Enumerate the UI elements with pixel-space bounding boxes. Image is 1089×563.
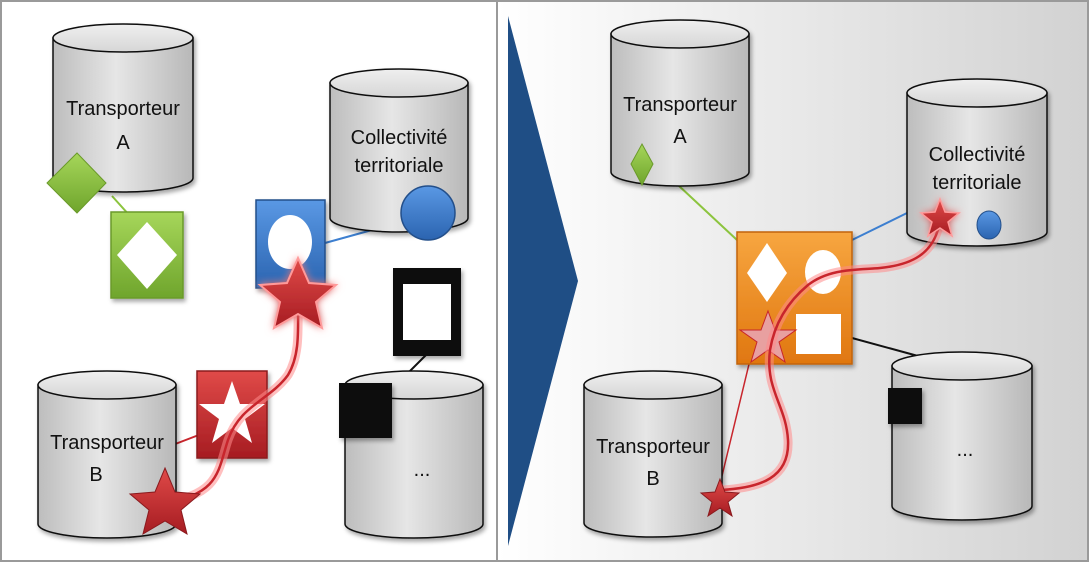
square-icon	[888, 388, 922, 424]
red-star-card	[196, 370, 268, 459]
cylinder-transporteur-a	[610, 19, 750, 187]
link-blue-coll	[851, 212, 908, 241]
label-line: territoriale	[932, 172, 1022, 194]
cylinder-transporteur-a	[52, 23, 194, 193]
label-line: A	[116, 132, 130, 154]
link-red-b	[720, 359, 751, 481]
label-line: A	[673, 126, 687, 148]
label-transporteur-a: Transporteur A	[611, 93, 749, 149]
link-green-a	[677, 184, 738, 241]
label-line: Transporteur	[623, 94, 737, 116]
label-collectivite: Collectivité territoriale	[330, 126, 468, 178]
label-line: Collectivité	[928, 144, 1026, 166]
ellipse-icon	[400, 185, 456, 241]
ellipse-icon	[268, 215, 312, 269]
link-blue-coll	[324, 229, 373, 244]
label-collectivite: Collectivité territoriale	[907, 143, 1047, 195]
black-square-card	[393, 268, 461, 356]
data-flow-path	[162, 302, 300, 505]
diamond-icon	[46, 152, 107, 214]
label-transporteur-b: Transporteur B	[584, 435, 722, 491]
data-flow-path	[720, 219, 942, 492]
label-transporteur-b: Transporteur B	[38, 431, 176, 487]
label-transporteur-a: Transporteur A	[53, 97, 193, 155]
square-icon	[339, 383, 392, 438]
cylinder-transporteur-b	[583, 370, 723, 538]
star-icon	[257, 255, 339, 331]
link-black-other	[851, 337, 919, 357]
label-line: Collectivité	[350, 127, 448, 149]
star-icon	[919, 196, 961, 238]
label-line: Transporteur	[66, 98, 180, 120]
label-line: Transporteur	[596, 436, 710, 458]
green-diamond-card	[110, 211, 184, 299]
label-line: ...	[956, 439, 974, 461]
diamond-icon	[630, 142, 654, 187]
label-other: ...	[935, 438, 995, 462]
transition-arrow-icon	[508, 16, 578, 546]
label-line: territoriale	[354, 155, 444, 177]
star-icon	[128, 466, 202, 536]
diamond-icon	[747, 243, 787, 302]
ellipse-icon	[976, 210, 1002, 240]
cylinder-other	[891, 351, 1033, 521]
star-icon	[699, 477, 741, 518]
square-icon	[403, 284, 451, 340]
label-line: Transporteur	[50, 432, 164, 454]
star-icon	[199, 381, 265, 443]
label-line: B	[646, 468, 660, 490]
label-line: ...	[413, 459, 431, 481]
label-other: ...	[392, 458, 452, 482]
label-line: B	[89, 464, 103, 486]
square-icon	[796, 314, 841, 354]
diamond-icon	[117, 222, 177, 289]
